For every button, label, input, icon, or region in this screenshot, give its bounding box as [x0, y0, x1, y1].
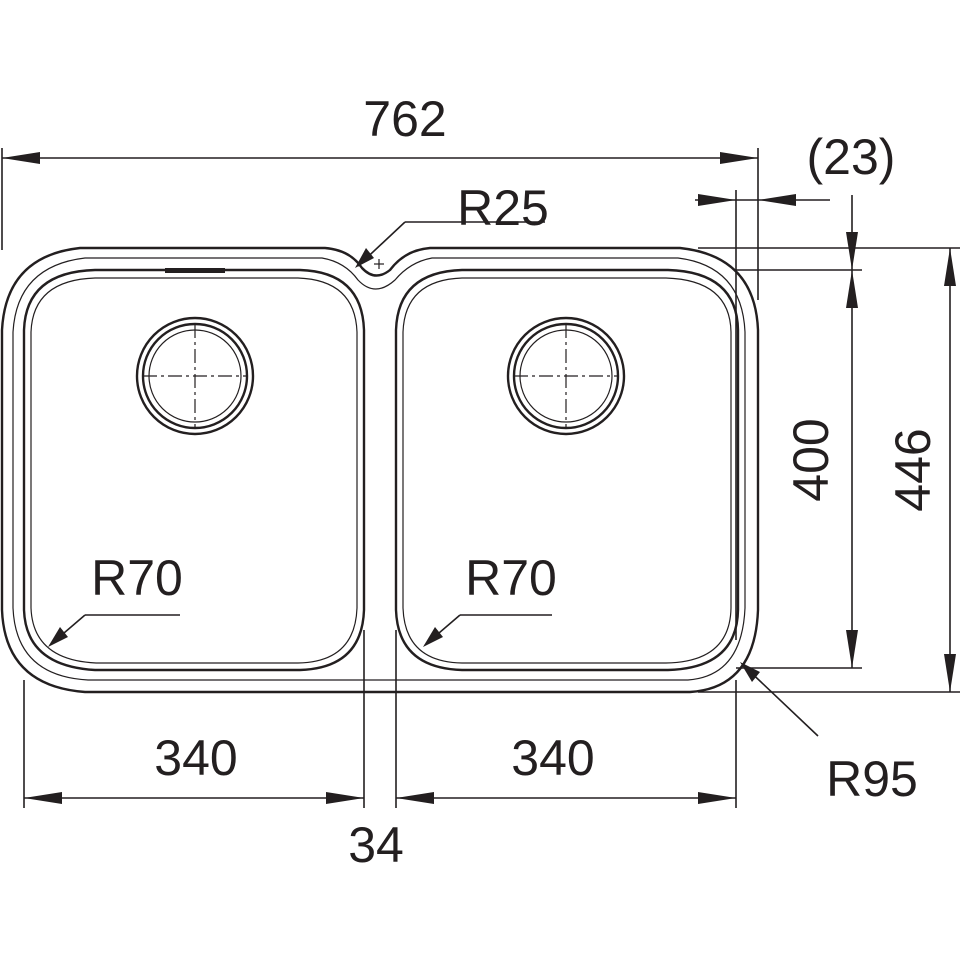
rim-offset-dimension [695, 190, 830, 640]
outer-radius-leader [740, 662, 819, 737]
left-bowl-overflow-slot [165, 268, 225, 273]
sink-outer-outline [0, 246, 760, 694]
left-bowl-radius-label: R70 [91, 550, 183, 606]
left-bowl-radius-leader [48, 614, 180, 647]
right-bowl-inner-line [402, 277, 732, 664]
overall-width-label: 762 [363, 91, 446, 147]
overall-depth-dimension [698, 247, 960, 693]
bowl-depth-dimension [736, 195, 862, 669]
left-drain-icon [135, 316, 255, 436]
left-bowl-width-label: 340 [154, 730, 237, 786]
divider-width-label: 34 [348, 817, 404, 873]
bottom-width-dimensions [23, 630, 737, 808]
overall-depth-label: 446 [885, 428, 941, 511]
right-bowl-radius-leader [423, 614, 552, 647]
outer-radius-label: R95 [826, 751, 918, 807]
right-drain-icon [506, 316, 626, 436]
overall-width-dimension [1, 148, 759, 300]
center-radius-label: R25 [457, 180, 549, 236]
left-bowl-outline [22, 268, 366, 672]
right-bowl-width-label: 340 [511, 730, 594, 786]
sink-rim-inner-line [12, 257, 746, 681]
left-bowl-inner-line [30, 277, 358, 664]
bowl-depth-label: 400 [783, 418, 839, 501]
right-bowl-outline [394, 268, 740, 672]
center-radius-leader [355, 221, 545, 269]
rim-offset-label: (23) [807, 129, 896, 185]
right-bowl-radius-label: R70 [465, 550, 557, 606]
